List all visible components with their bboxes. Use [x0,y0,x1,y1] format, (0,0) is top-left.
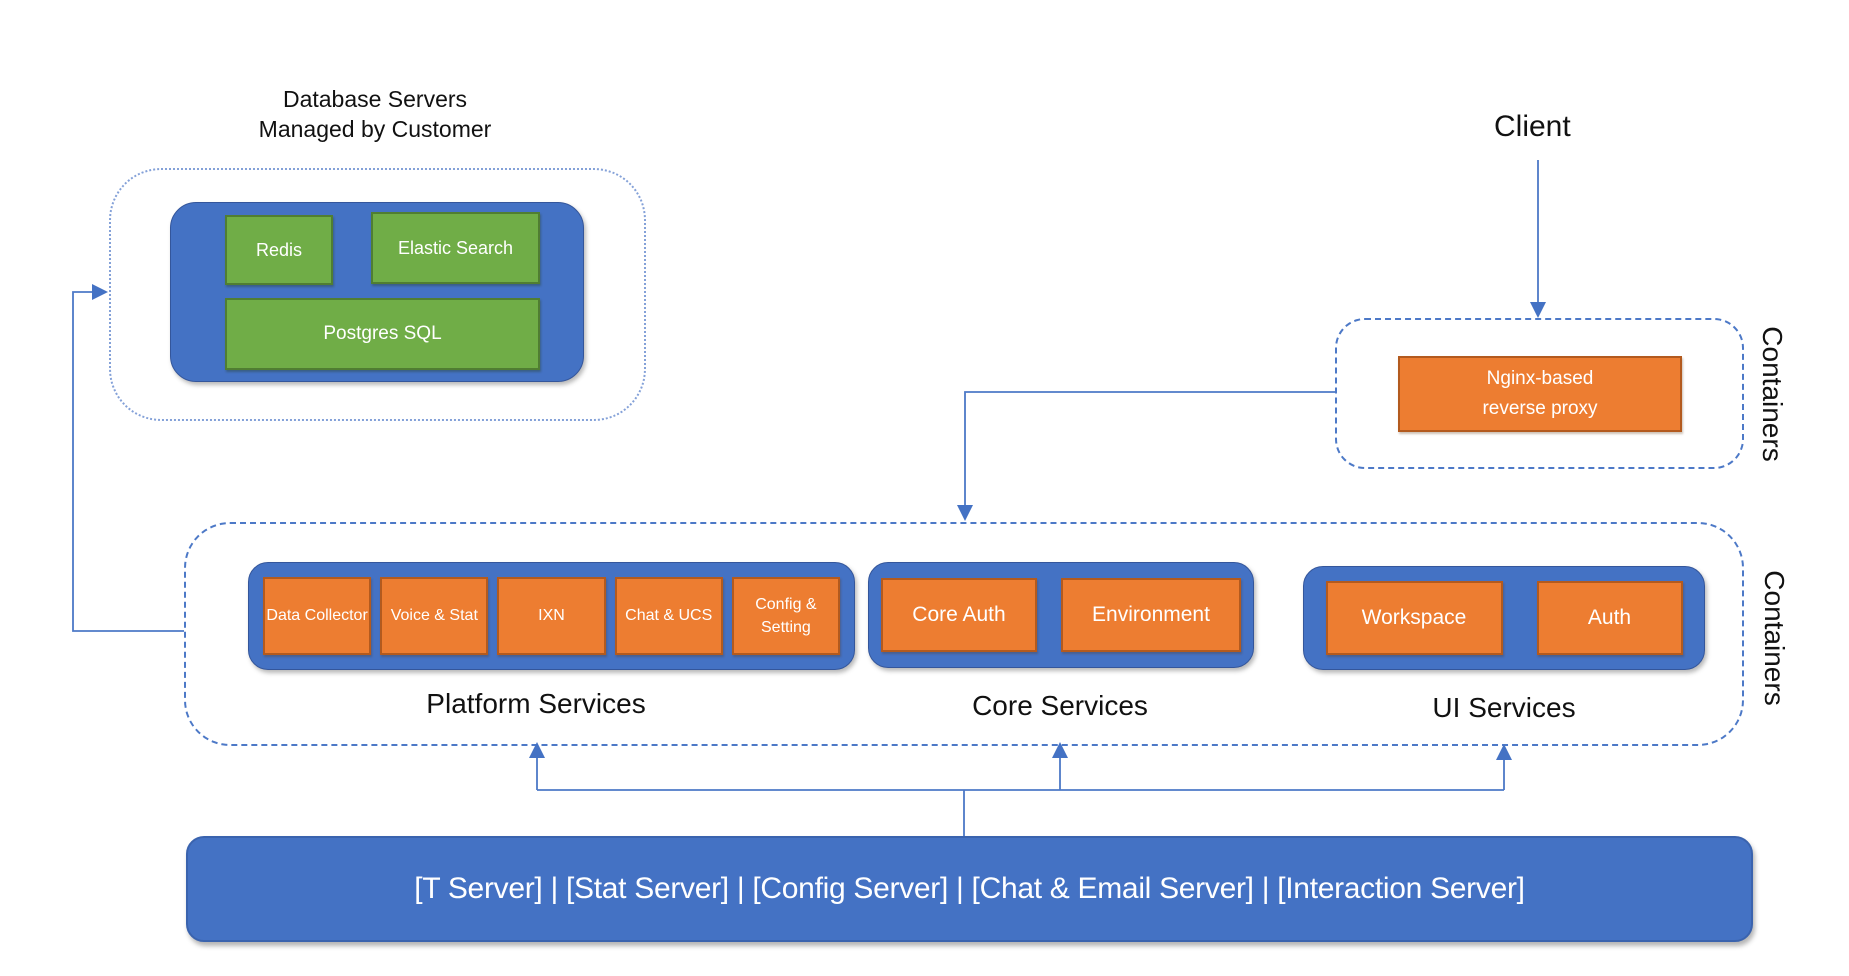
ixn-chip: IXN [497,577,606,655]
arrowhead-to-ui [1496,744,1512,760]
workspace-label: Workspace [1361,606,1467,629]
arrowhead-to-database [92,284,108,300]
redis-label: Redis [255,239,303,260]
auth-label: Auth [1587,606,1632,629]
ui-services-label: UI Services [1432,692,1576,723]
auth-chip: Auth [1536,581,1683,655]
voice-stat-label: Voice & Stat [390,607,478,625]
proxy-containers-side-label: Containers [1757,326,1788,462]
workspace-chip: Workspace [1325,581,1503,655]
environment-chip: Environment [1061,578,1241,652]
core-auth-label: Core Auth [912,603,1006,626]
nginx-reverse-proxy-node: Nginx-based reverse proxy [1398,356,1682,432]
arrowhead-to-proxy [1530,302,1546,318]
platform-services-box: Data Collector Voice & Stat IXN Chat & U… [248,562,855,670]
arrowhead-to-containers [957,505,973,521]
elastic-search-node: Elastic Search [371,212,540,284]
client-label: Client [1494,110,1571,143]
platform-services-label: Platform Services [426,688,646,719]
proxy-container [1335,318,1744,469]
backend-servers-bar: [T Server] | [Stat Server] | [Config Ser… [186,836,1753,942]
services-container [184,522,1744,746]
database-cluster-box: Redis Elastic Search Postgres SQL [170,202,584,382]
nginx-reverse-proxy-label: Nginx-based reverse proxy [1482,367,1598,419]
chat-ucs-label: Chat & UCS [625,607,713,625]
data-collector-label: Data Collector [266,607,368,625]
database-group-title: Database Servers Managed by Customer [258,86,492,142]
ixn-label: IXN [538,607,565,625]
chat-ucs-chip: Chat & UCS [614,577,723,655]
environment-label: Environment [1092,603,1210,626]
core-auth-chip: Core Auth [881,578,1037,652]
ui-services-box: Workspace Auth [1303,566,1705,670]
postgres-label: Postgres SQL [323,323,442,344]
backend-servers-label: [T Server] | [Stat Server] | [Config Ser… [414,872,1525,905]
services-containers-side-label: Containers [1759,570,1790,706]
config-setting-chip: Config & Setting [731,577,841,655]
postgres-node: Postgres SQL [225,298,540,370]
elastic-search-label: Elastic Search [397,237,514,258]
redis-node: Redis [225,215,333,285]
config-setting-label: Config & Setting [755,595,817,636]
core-services-label: Core Services [972,690,1148,721]
voice-stat-chip: Voice & Stat [380,577,489,655]
core-services-box: Core Auth Environment [868,562,1254,668]
data-collector-chip: Data Collector [263,577,372,655]
